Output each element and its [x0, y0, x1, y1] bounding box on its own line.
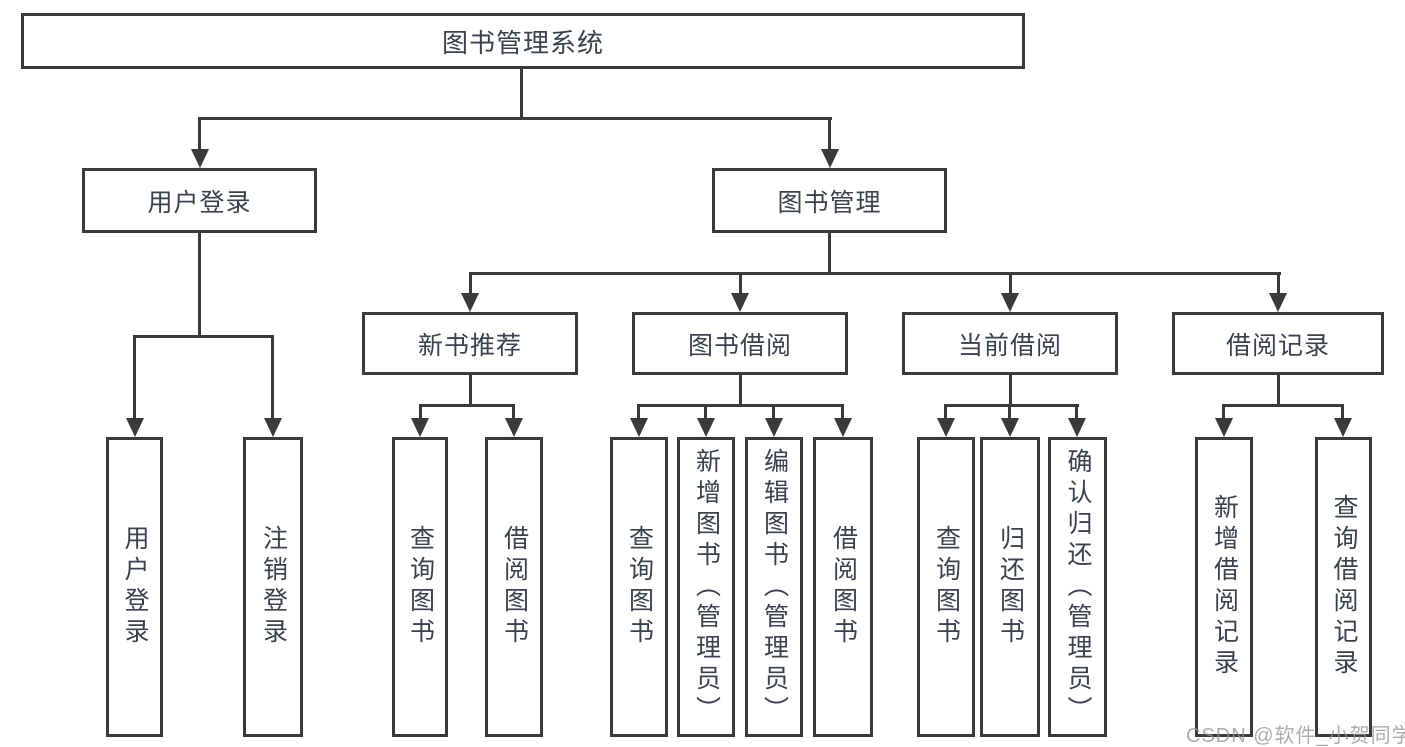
- node-borrow-records: 借阅记录: [1172, 312, 1384, 375]
- node-label: 图书管理系统: [441, 27, 604, 58]
- arrow-down-icon: [731, 293, 749, 312]
- leaf-query-books-borrow: 查询图书: [610, 437, 668, 737]
- node-label: 当前借阅: [957, 331, 1062, 360]
- arrow-down-icon: [821, 149, 839, 168]
- edge-to-leaf-login: [133, 335, 136, 420]
- edge-leaf: [1075, 404, 1078, 420]
- watermark: CSDN @软件_小贺同学: [1186, 725, 1405, 747]
- edge-leaf: [637, 404, 640, 420]
- arrow-down-icon: [1269, 293, 1287, 312]
- leaf-add-books-admin: 新增图书（管理员）: [677, 437, 735, 737]
- edge-current-borrow-bar: [945, 404, 1079, 407]
- edge-to-current-borrow: [1009, 272, 1012, 295]
- edge-book-borrow-bar: [638, 404, 844, 407]
- leaf-label: 查询借阅记录: [1330, 494, 1358, 680]
- node-book-management: 图书管理: [712, 168, 947, 233]
- arrow-down-icon: [411, 418, 429, 437]
- edge-to-user-login: [198, 117, 201, 151]
- edge-new-book-bar: [419, 404, 515, 407]
- edge-borrow-records-bar: [1223, 404, 1344, 407]
- edge-leaf: [944, 404, 947, 420]
- node-user-login: 用户登录: [82, 168, 317, 233]
- arrow-down-icon: [765, 418, 783, 437]
- edge-leaf: [1222, 404, 1225, 420]
- edge-leaf: [841, 404, 844, 420]
- leaf-label: 查询图书: [625, 525, 654, 649]
- edge-borrow-records-stem: [1277, 375, 1280, 406]
- arrow-down-icon: [191, 149, 209, 168]
- arrow-down-icon: [461, 293, 479, 312]
- node-new-book-recommend: 新书推荐: [362, 312, 578, 375]
- edge-to-borrow-records: [1277, 272, 1280, 295]
- arrow-down-icon: [505, 418, 523, 437]
- leaf-query-borrow-record: 查询借阅记录: [1315, 437, 1372, 737]
- node-label: 借阅记录: [1225, 331, 1330, 360]
- arrow-down-icon: [1334, 418, 1352, 437]
- arrow-down-icon: [697, 418, 715, 437]
- arrow-down-icon: [1215, 418, 1233, 437]
- leaf-label: 注销登录: [259, 525, 288, 649]
- leaf-label: 借阅图书: [829, 525, 858, 649]
- edge-leaf: [1008, 404, 1011, 420]
- edge-new-book-stem: [469, 375, 472, 406]
- edge-leaf: [704, 404, 707, 420]
- leaf-label: 新增借阅记录: [1210, 494, 1239, 680]
- node-current-borrow: 当前借阅: [902, 312, 1118, 375]
- leaf-label: 用户登录: [121, 525, 149, 649]
- leaf-label: 归还图书: [996, 525, 1025, 649]
- edge-book-management-stem: [828, 233, 831, 274]
- leaf-label: 借阅图书: [500, 525, 529, 649]
- leaf-edit-books-admin: 编辑图书（管理员）: [745, 437, 803, 737]
- leaf-query-books-recommend: 查询图书: [392, 437, 448, 737]
- node-book-borrow: 图书借阅: [632, 312, 848, 375]
- arrow-down-icon: [937, 418, 955, 437]
- arrow-down-icon: [1001, 418, 1019, 437]
- leaf-add-borrow-record: 新增借阅记录: [1195, 437, 1253, 737]
- node-label: 图书借阅: [687, 331, 792, 360]
- leaf-confirm-return-admin: 确认归还（管理员）: [1048, 437, 1107, 737]
- edge-user-login-stem: [198, 233, 201, 337]
- node-label: 新书推荐: [417, 331, 522, 360]
- edge-book-management-bar: [469, 272, 1281, 275]
- leaf-logout: 注销登录: [243, 437, 303, 737]
- leaf-user-login: 用户登录: [106, 437, 163, 737]
- leaf-borrow-books-recommend: 借阅图书: [485, 437, 543, 737]
- edge-user-login-bar: [133, 335, 274, 338]
- node-label: 图书管理: [777, 188, 882, 217]
- arrow-down-icon: [834, 418, 852, 437]
- node-root: 图书管理系统: [21, 13, 1025, 69]
- edge-leaf: [419, 404, 422, 420]
- edge-to-leaf-logout: [271, 335, 274, 420]
- edge-current-borrow-stem: [1009, 375, 1012, 406]
- leaf-return-books: 归还图书: [980, 437, 1040, 737]
- leaf-label: 编辑图书（管理员）: [760, 447, 789, 727]
- leaf-label: 查询图书: [932, 525, 961, 649]
- edge-root-stem: [520, 69, 523, 119]
- arrow-down-icon: [630, 418, 648, 437]
- edge-to-book-borrow: [739, 272, 742, 295]
- arrow-down-icon: [1001, 293, 1019, 312]
- leaf-label: 确认归还（管理员）: [1064, 447, 1092, 727]
- edge-to-new-book-recommend: [469, 272, 472, 295]
- arrow-down-icon: [1068, 418, 1086, 437]
- edge-book-borrow-stem: [739, 375, 742, 406]
- arrow-down-icon: [264, 418, 282, 437]
- edge-leaf: [772, 404, 775, 420]
- edge-root-bar: [198, 117, 832, 120]
- leaf-label: 新增图书（管理员）: [692, 447, 721, 727]
- leaf-borrow-books: 借阅图书: [813, 437, 873, 737]
- edge-leaf: [1341, 404, 1344, 420]
- edge-to-book-management: [828, 117, 831, 151]
- leaf-query-books-current: 查询图书: [917, 437, 975, 737]
- arrow-down-icon: [126, 418, 144, 437]
- edge-leaf: [512, 404, 515, 420]
- node-label: 用户登录: [147, 188, 252, 217]
- leaf-label: 查询图书: [406, 525, 435, 649]
